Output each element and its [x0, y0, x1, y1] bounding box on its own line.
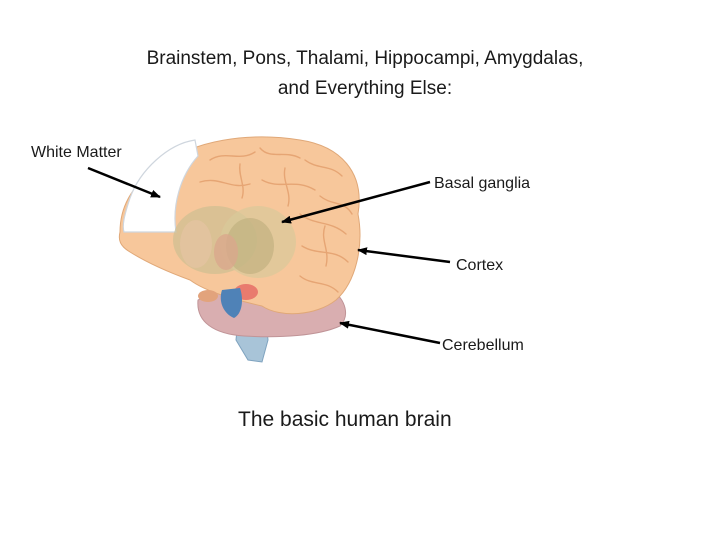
title-line-1: Brainstem, Pons, Thalami, Hippocampi, Am…: [146, 48, 584, 69]
basal-ganglia: [173, 206, 296, 278]
cortex-arrow: [357, 247, 451, 264]
label-white-matter: White Matter: [31, 144, 122, 161]
white-matter-arrow: [87, 166, 161, 199]
basal-ganglia-arrow: [281, 180, 431, 224]
cortex-folds: [199, 147, 353, 293]
label-cortex: Cortex: [456, 257, 504, 274]
cerebellum-arrow: [339, 320, 441, 345]
slide-title: Brainstem, Pons, Thalami, Hippocampi, Am…: [0, 44, 720, 104]
diagram-caption: The basic human brain: [238, 408, 452, 431]
title-line-2: and Everything Else:: [277, 78, 453, 99]
label-basal-ganglia: Basal ganglia: [434, 175, 531, 192]
white-matter: [122, 139, 199, 233]
midbrain: [220, 288, 242, 318]
hippocampus: [198, 290, 218, 302]
label-cerebellum: Cerebellum: [442, 337, 524, 354]
